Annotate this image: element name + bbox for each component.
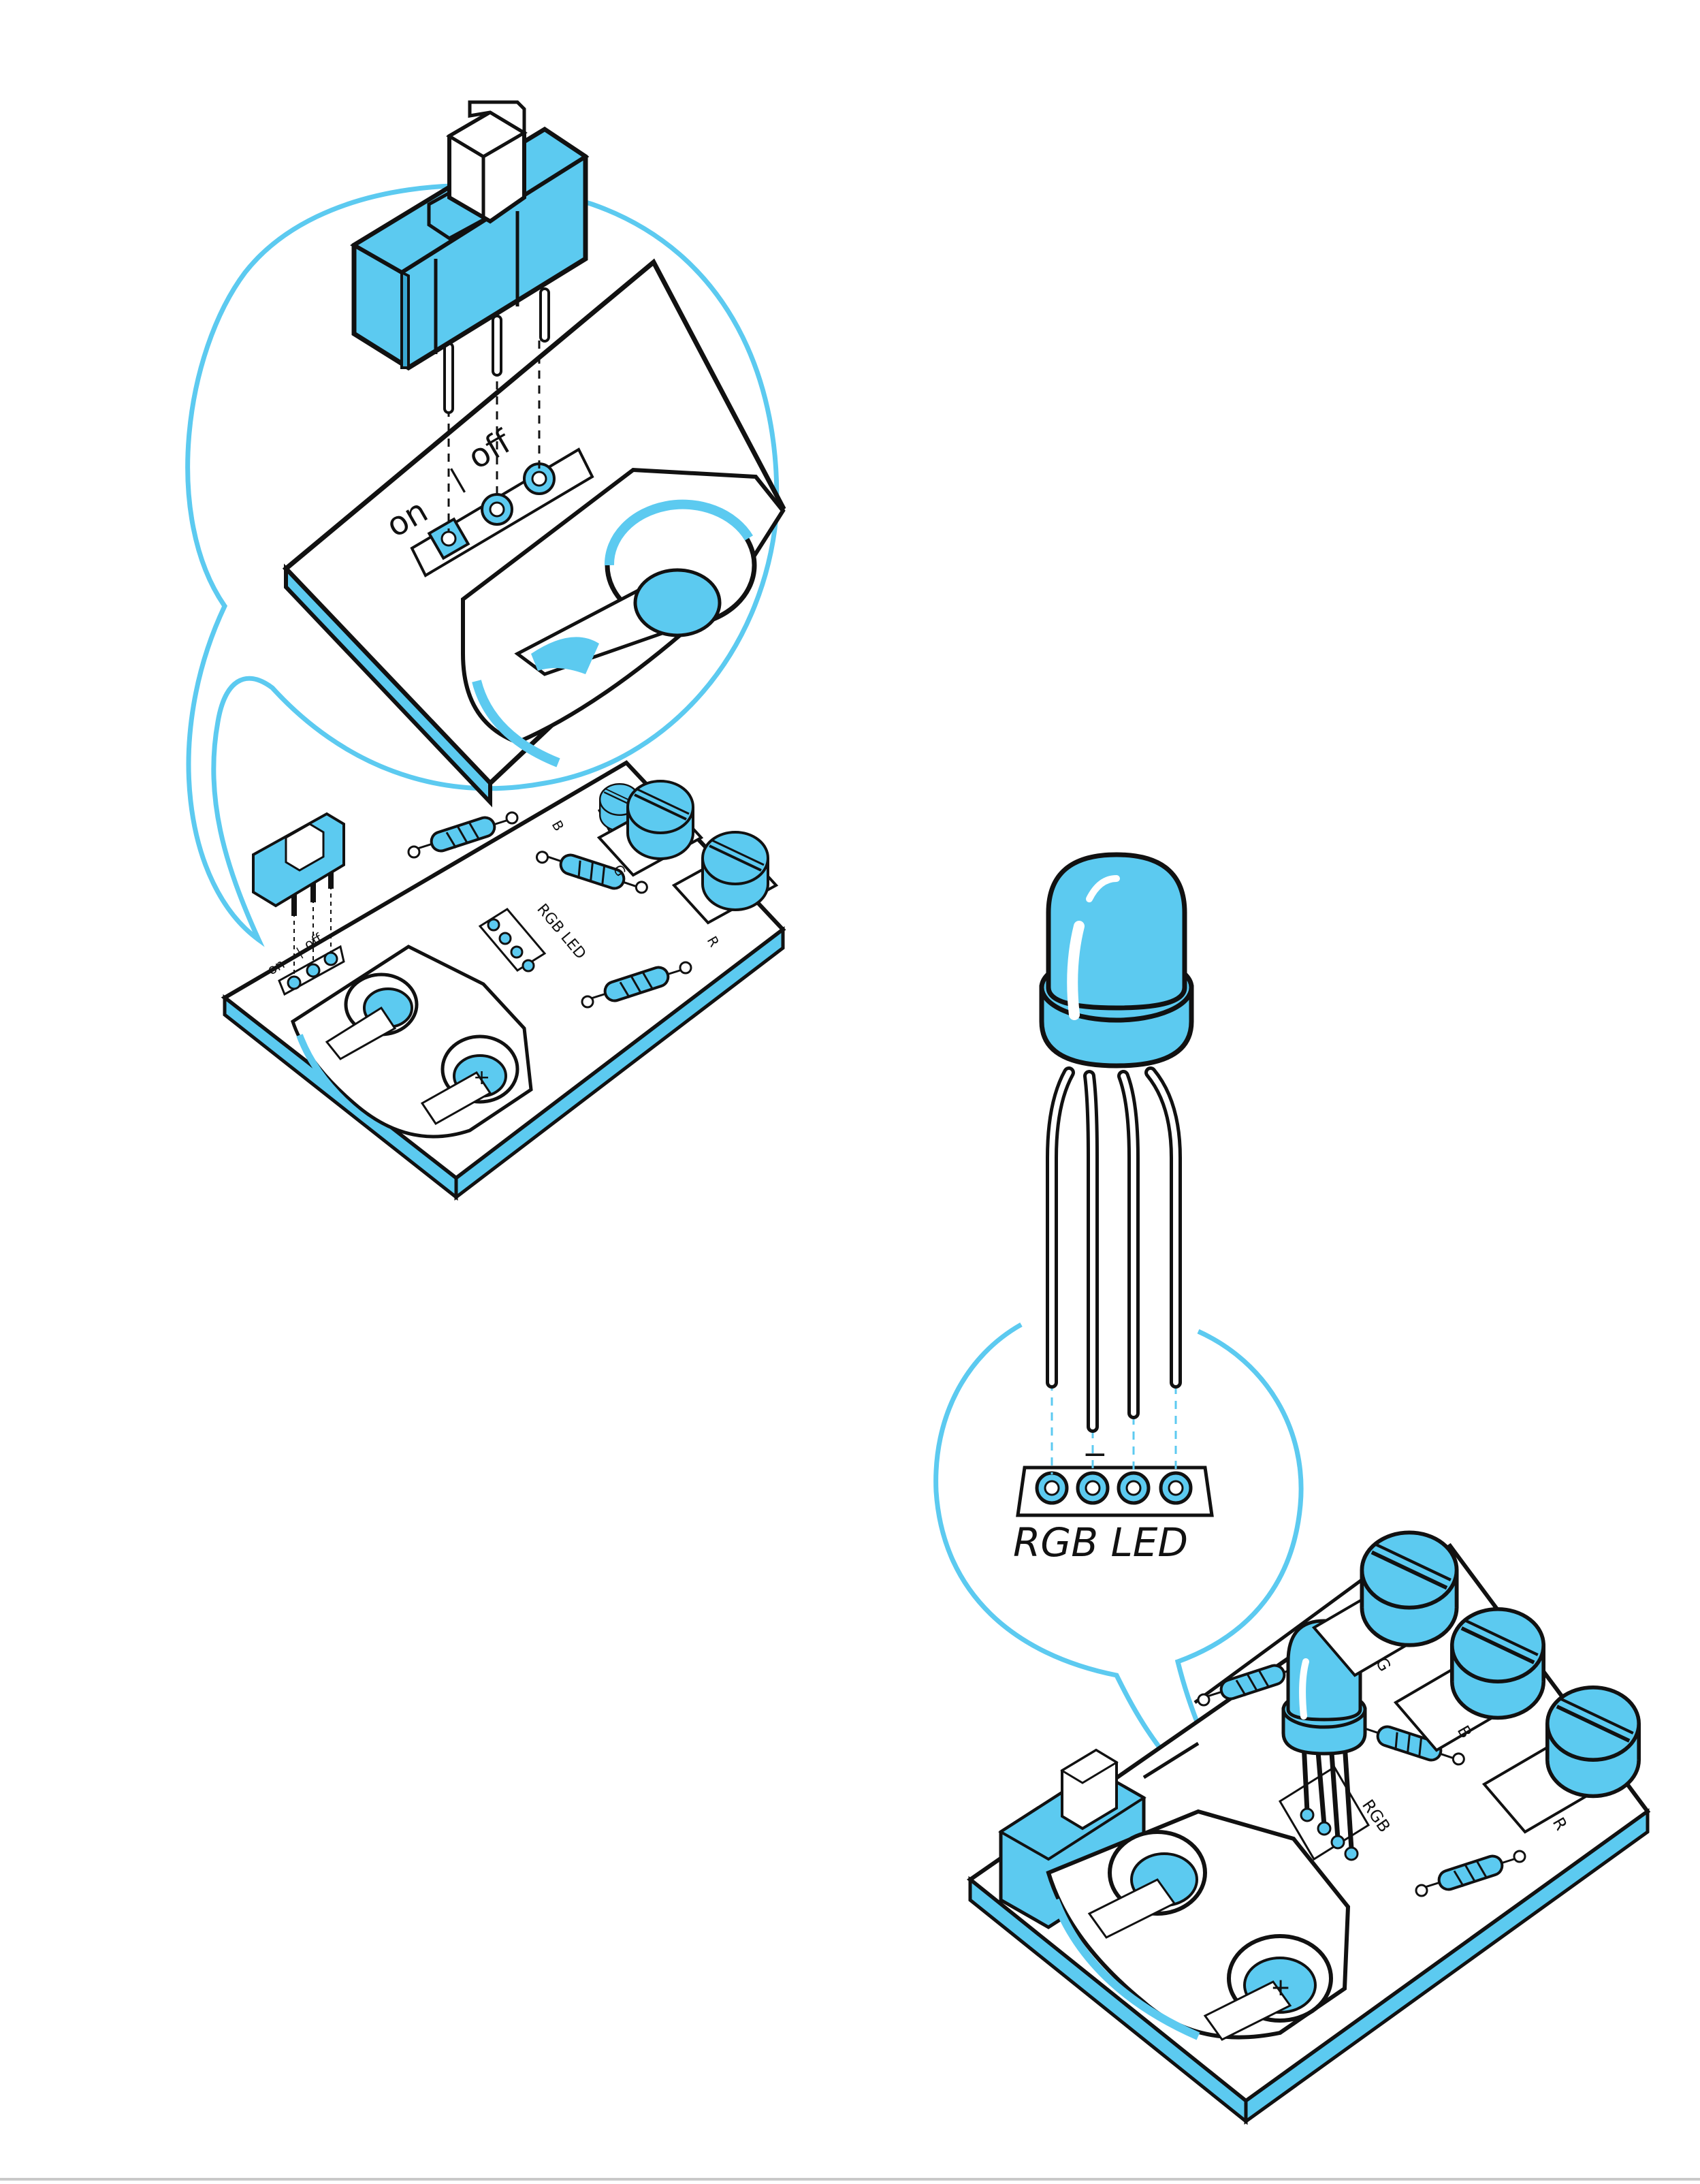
led-zoom-rgb-label: RGB LED xyxy=(1013,1519,1188,1566)
board-left: on | off R xyxy=(225,763,783,1197)
board-right-battery-plus: + xyxy=(1270,1974,1291,2001)
rgb-led-icon xyxy=(1042,855,1191,1427)
led-pin-guides xyxy=(1052,1382,1176,1474)
led-zoom-footprint: − RGB LED xyxy=(1013,1437,1212,1566)
board-left-switch-component xyxy=(253,814,344,916)
bottom-divider xyxy=(0,2178,1700,2181)
board-corner-zoom xyxy=(286,262,783,802)
board-left-battery-plus: + xyxy=(473,1066,490,1090)
led-zoom-minus: − xyxy=(1082,1437,1108,1472)
board-right: + RGB G xyxy=(970,1532,1648,2121)
